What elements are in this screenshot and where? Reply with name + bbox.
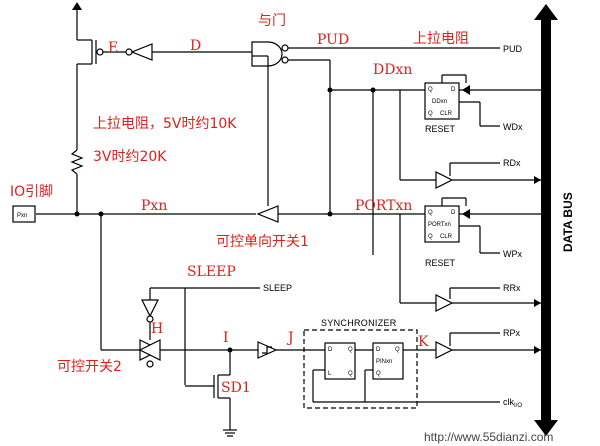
and-gate xyxy=(251,41,283,67)
pinxn-flipflop xyxy=(372,342,404,380)
buffer-rrx xyxy=(435,294,454,312)
and-gate-label: 与门 xyxy=(258,13,286,29)
sleep-signal: SLEEP xyxy=(263,283,292,293)
watermark: http://www.55dianzi.com xyxy=(424,430,553,444)
pullup-3v-label: 3V时约20K xyxy=(93,149,167,165)
sleep-red-label: SLEEP xyxy=(187,264,236,280)
buffer-rpx xyxy=(435,341,454,359)
sd1-transistor xyxy=(185,350,237,437)
synchronizer-box xyxy=(303,329,418,409)
svg-text:D: D xyxy=(328,347,333,353)
svg-text:L: L xyxy=(328,371,332,377)
data-bus: DATA BUS xyxy=(534,4,575,436)
svg-text:Q: Q xyxy=(348,371,353,377)
e-label: E xyxy=(108,40,118,56)
svg-text:Q: Q xyxy=(428,111,433,117)
pullup-5v-label: 上拉电阻，5V时约10K xyxy=(93,116,237,132)
pxn-pin-box xyxy=(12,205,36,223)
svg-text:Q: Q xyxy=(428,210,433,216)
buffer-rdx xyxy=(435,171,454,189)
portxn-red-label: PORTxn xyxy=(355,198,412,214)
sync-latch xyxy=(324,342,356,380)
h-label: H xyxy=(151,321,163,337)
svg-text:Q: Q xyxy=(428,234,433,240)
switch1-buffer xyxy=(256,205,279,223)
switch2-label: 可控开关2 xyxy=(57,359,122,375)
svg-text:DDxn: DDxn xyxy=(432,99,447,105)
svg-text:D: D xyxy=(451,87,456,93)
svg-text:D: D xyxy=(376,347,381,353)
svg-text:CLR: CLR xyxy=(440,111,453,117)
switch2-transmission-gate xyxy=(138,339,162,368)
svg-text:Q: Q xyxy=(348,347,353,353)
reset-portxn: RESET xyxy=(425,258,456,268)
io-pin-label: IO引脚 xyxy=(10,184,53,200)
wpx-label: WPx xyxy=(503,249,522,259)
svg-text:Q: Q xyxy=(428,87,433,93)
svg-text:PINxn: PINxn xyxy=(376,359,392,365)
pxn-red-label: Pxn xyxy=(141,198,167,214)
rpx-label: RPx xyxy=(503,328,521,338)
pxn-pin-label: Pxn xyxy=(17,213,27,219)
d-label: D xyxy=(190,38,201,54)
j-label: J xyxy=(286,330,294,346)
i-label: I xyxy=(223,330,229,346)
pud-red-label: PUD xyxy=(317,32,349,48)
rrx-label: RRx xyxy=(503,283,521,293)
sleep-inverter xyxy=(141,299,159,318)
ddxn-flipflop: Q D DDxn Q CLR RESET xyxy=(424,82,460,134)
ddxn-red-label: DDxn xyxy=(373,62,412,78)
svg-text:Q: Q xyxy=(395,347,400,353)
rdx-label: RDx xyxy=(503,158,521,168)
pud-signal: PUD xyxy=(503,44,523,54)
svg-text:PORTxn: PORTxn xyxy=(428,222,451,228)
svg-text:CLR: CLR xyxy=(440,234,453,240)
reset-ddxn: RESET xyxy=(425,124,456,134)
portxn-flipflop: Q D PORTxn Q CLR RESET xyxy=(424,205,460,268)
synchronizer-label: SYNCHRONIZER xyxy=(321,318,397,328)
svg-text:Q: Q xyxy=(376,371,381,377)
sd1-label: SD1 xyxy=(221,380,251,396)
wdx-label: WDx xyxy=(503,122,523,132)
pullup-label: 上拉电阻 xyxy=(413,31,469,47)
data-bus-label: DATA BUS xyxy=(561,192,575,252)
k-label: K xyxy=(418,334,429,350)
inverter-e xyxy=(130,43,153,61)
clk-label: clkI/O xyxy=(503,397,522,409)
switch1-label: 可控单向开关1 xyxy=(216,234,309,250)
pullup-resistor xyxy=(70,149,84,175)
svg-text:D: D xyxy=(451,210,456,216)
